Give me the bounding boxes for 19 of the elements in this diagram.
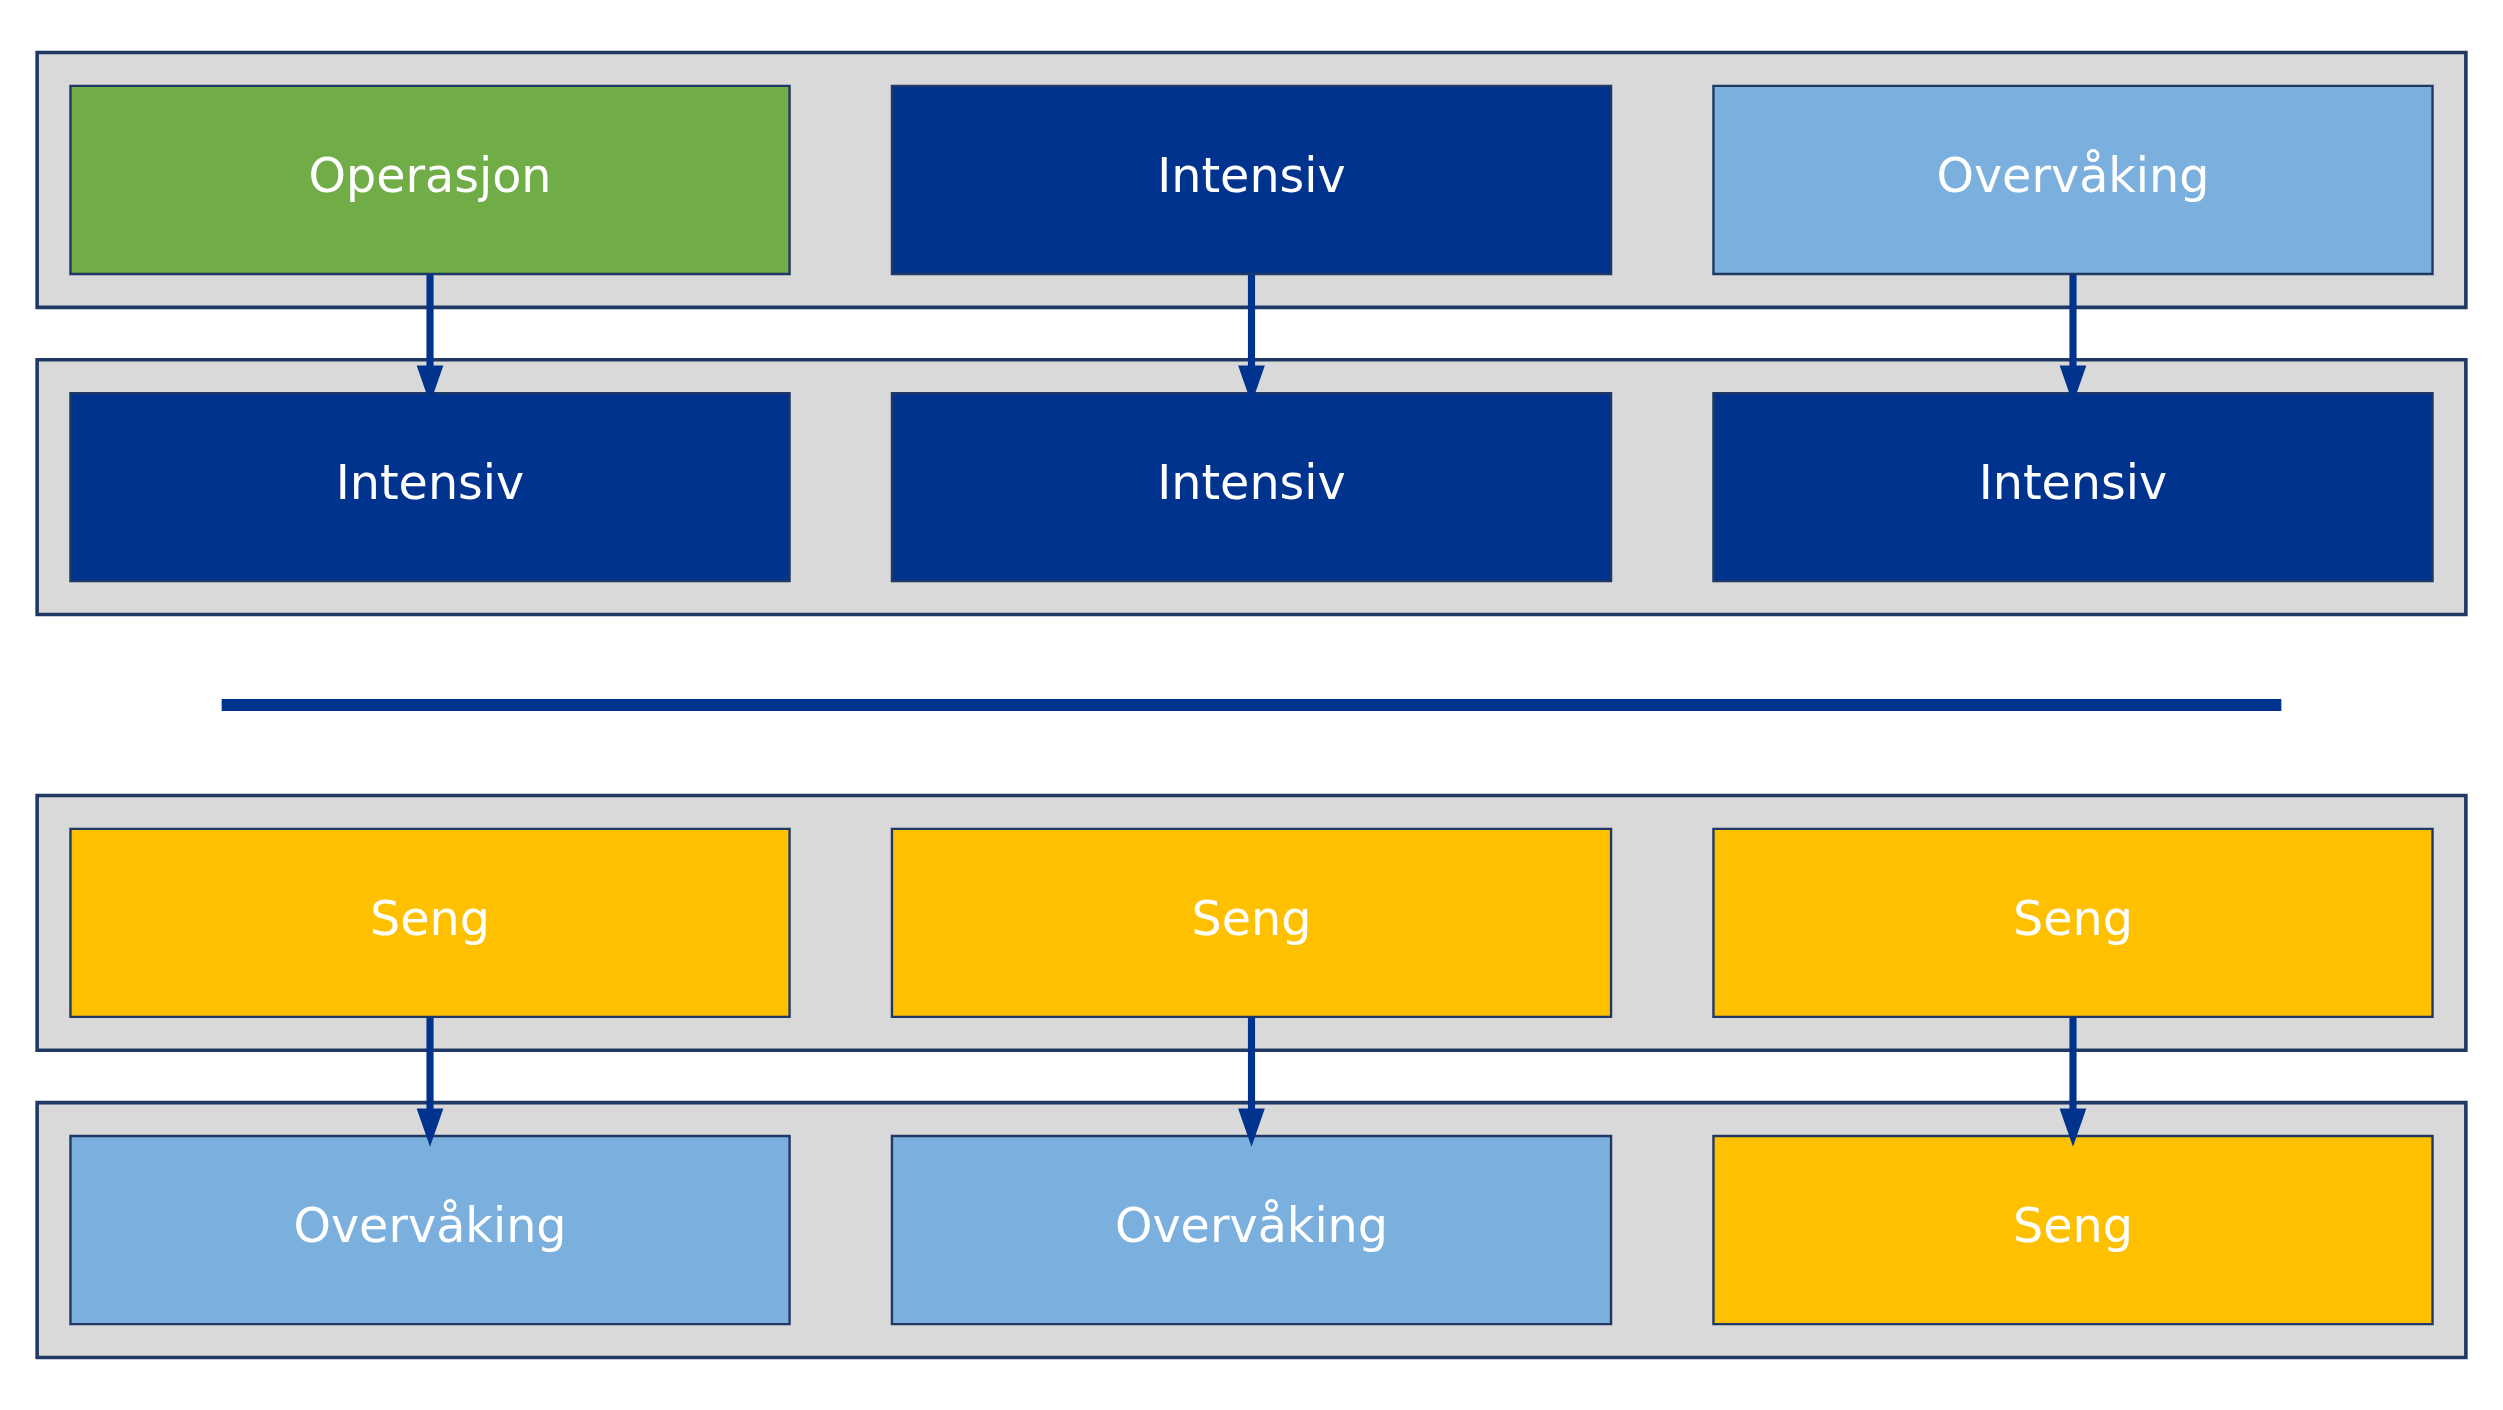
arrow	[416, 1017, 444, 1147]
cluster	[35, 357, 2468, 617]
node-box: Seng	[69, 827, 791, 1019]
node-box: Seng	[1712, 827, 2434, 1019]
node-box: Overvåking	[1712, 84, 2434, 276]
arrow	[2059, 1017, 2087, 1147]
cluster	[35, 1100, 2468, 1360]
node-box: Seng	[1712, 1134, 2434, 1326]
node-box: Intensiv	[890, 84, 1613, 276]
cluster	[35, 793, 2468, 1053]
node-box: Intensiv	[69, 391, 791, 583]
node-box: Intensiv	[890, 391, 1613, 583]
cluster	[35, 50, 2468, 310]
node-box: Overvåking	[69, 1134, 791, 1326]
arrow	[1238, 1017, 1265, 1147]
node-box: Intensiv	[1712, 391, 2434, 583]
node-box: Seng	[890, 827, 1613, 1019]
node-box: Overvåking	[890, 1134, 1613, 1326]
node-box: Operasjon	[69, 84, 791, 276]
